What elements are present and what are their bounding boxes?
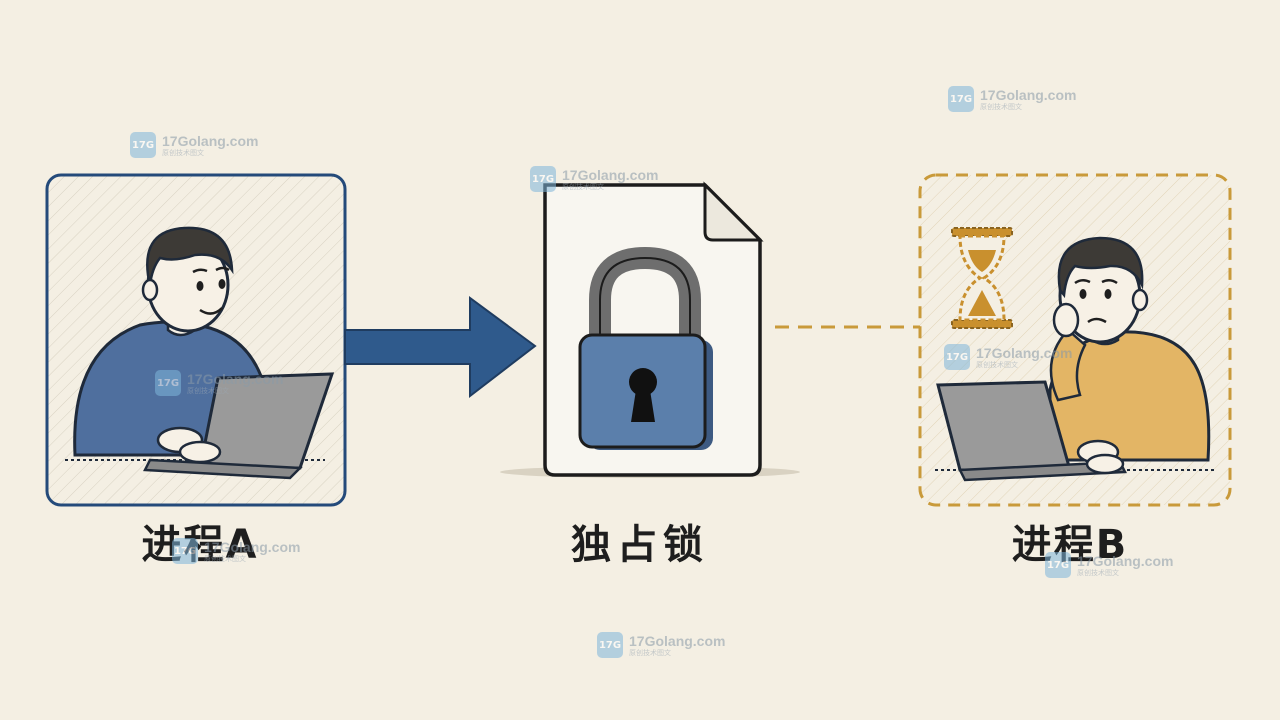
watermark-site: 17Golang.com xyxy=(204,538,301,555)
watermark-site: 17Golang.com xyxy=(976,344,1073,361)
watermark-site: 17Golang.com xyxy=(187,370,284,387)
watermark-tagline: 原创技术图文 xyxy=(162,148,204,157)
watermark-tagline: 原创技术图文 xyxy=(204,554,246,563)
watermark-site: 17Golang.com xyxy=(162,132,259,149)
watermark-site: 17Golang.com xyxy=(562,166,659,183)
watermark-tagline: 原创技术图文 xyxy=(976,360,1018,369)
process-a-label: 进程A xyxy=(141,522,259,568)
watermark-site: 17Golang.com xyxy=(980,86,1077,103)
watermark-tagline: 原创技术图文 xyxy=(1077,568,1119,577)
process-b-person xyxy=(935,236,1215,471)
watermark-site: 17Golang.com xyxy=(629,632,726,649)
site-logo-icon: 17G xyxy=(597,632,623,658)
hourglass-icon xyxy=(951,227,1013,329)
site-logo-icon: 17G xyxy=(944,344,970,370)
site-logo-icon: 17G xyxy=(155,370,181,396)
site-logo-icon: 17G xyxy=(530,166,556,192)
watermark-tagline: 原创技术图文 xyxy=(187,386,229,395)
acquire-arrow xyxy=(344,296,537,399)
site-logo-icon: 17G xyxy=(130,132,156,158)
padlock-icon xyxy=(578,246,713,450)
site-logo-icon: 17G xyxy=(1045,552,1071,578)
watermark-site: 17Golang.com xyxy=(1077,552,1174,569)
watermark-tagline: 原创技术图文 xyxy=(629,648,671,657)
site-logo-icon: 17G xyxy=(948,86,974,112)
laptop-icon xyxy=(936,380,1127,482)
exclusive-lock-label: 独占锁 xyxy=(571,522,709,568)
watermark-tagline: 原创技术图文 xyxy=(562,182,604,191)
watermark-tagline: 原创技术图文 xyxy=(980,102,1022,111)
site-logo-icon: 17G xyxy=(172,538,198,564)
laptop-icon xyxy=(143,372,335,480)
